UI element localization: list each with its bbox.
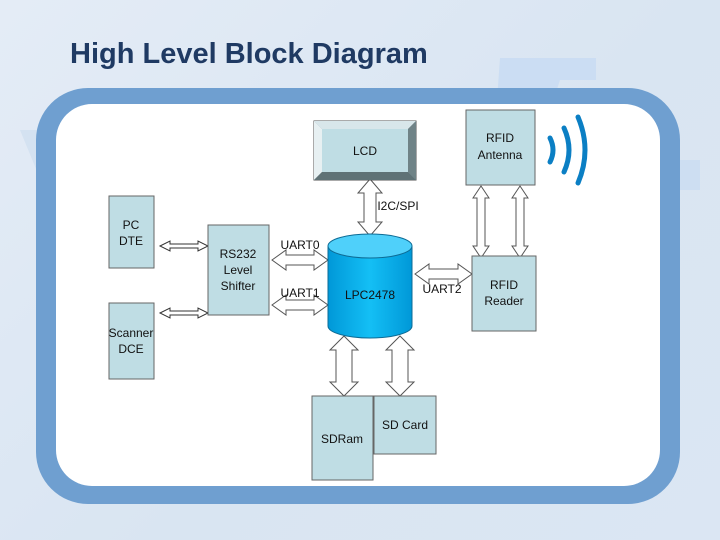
rs232-label-line2: Level [224,263,253,277]
i2c-spi-label: I2C/SPI [377,199,418,213]
sd-card-label: SD Card [382,418,428,432]
scanner-dce-label-line2: DCE [118,342,143,356]
arrow-antenna-reader-right [511,185,529,259]
uart2-label: UART2 [422,282,461,296]
rfid-reader-label-line1: RFID [490,278,518,292]
arrow-scanner-rs232 [158,307,210,319]
scanner-dce-label-line1: Scanner [109,326,154,340]
slide-title: High Level Block Diagram [70,38,428,70]
lcd-label: LCD [353,144,377,158]
rfid-reader-label-line2: Reader [484,294,523,308]
lcd-block: LCD [313,120,417,181]
arrow-lpc-sdcard [384,335,416,397]
rs232-label-line3: Shifter [221,279,256,293]
uart1-label: UART1 [280,286,319,300]
lpc2478-label: LPC2478 [345,288,395,302]
scanner-dce-block: Scanner DCE [108,302,155,380]
sd-card-block: SD Card [373,395,437,455]
rfid-antenna-label-line2: Antenna [478,148,523,162]
lpc2478-cylinder: LPC2478 [327,233,413,339]
rs232-level-shifter-block: RS232 Level Shifter [207,224,270,316]
rfid-antenna-block: RFID Antenna [465,109,536,186]
arrow-uart2 [414,263,473,285]
sdram-label: SDRam [321,432,363,446]
arrow-pc-rs232 [158,240,210,252]
arrow-antenna-reader-left [472,185,490,259]
sdram-block: SDRam [311,395,374,481]
arrow-uart0 [271,249,329,271]
rs232-label-line1: RS232 [220,247,257,261]
pc-dte-block: PC DTE [108,195,155,269]
rfid-reader-block: RFID Reader [471,255,537,332]
arrow-lpc-sdram [328,335,360,397]
pc-dte-label-line2: DTE [119,234,143,248]
pc-dte-label-line1: PC [123,218,140,232]
uart0-label: UART0 [280,238,319,252]
rfid-antenna-label-line1: RFID [486,131,514,145]
wireless-signal-icon [547,114,588,186]
block-diagram: LCD RFID Antenna PC DTE RS232 Level Shif… [108,109,588,481]
